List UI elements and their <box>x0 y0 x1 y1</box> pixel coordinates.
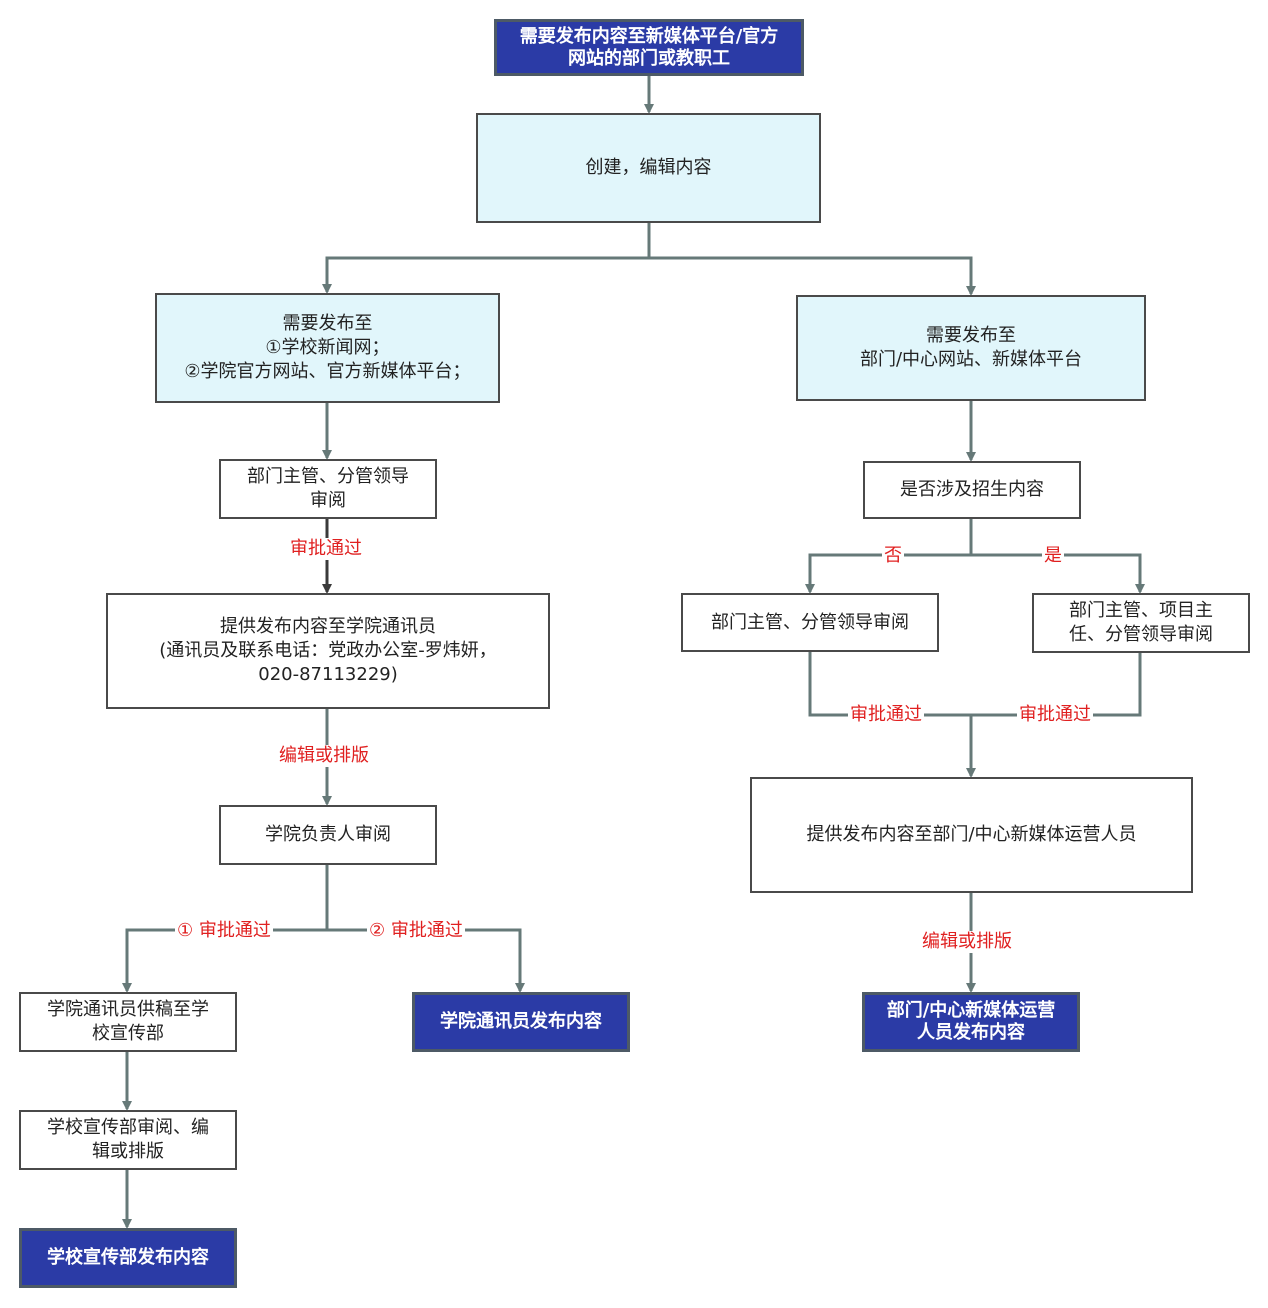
left-branch-node: 需要发布至 ①学校新闻网； ②学院官方网站、官方新媒体平台； <box>155 293 500 403</box>
left-branch-line-2: ①学校新闻网； <box>265 337 390 358</box>
recruit-question-node: 是否涉及招生内容 <box>863 461 1081 519</box>
start-node-line-1: 需要发布内容至新媒体平台/官方 <box>519 25 779 47</box>
label-edit-right: 编辑或排版 <box>920 931 1014 953</box>
school-publish-text: 学校宣传部发布内容 <box>47 1247 209 1268</box>
right-branch-line-2: 部门/中心网站、新媒体平台 <box>859 349 1083 370</box>
yes-review-line-2: 任、分管领导审阅 <box>1069 624 1213 645</box>
no-review-node: 部门主管、分管领导审阅 <box>681 593 939 652</box>
operator-publish-line-2: 人员发布内容 <box>917 1022 1025 1043</box>
provide-operator-node: 提供发布内容至部门/中心新媒体运营人员 <box>750 777 1193 893</box>
provide-correspondent-line-3: 020-87113229) <box>258 664 398 685</box>
left-review-line-1: 部门主管、分管领导 <box>247 466 409 487</box>
operator-publish-node: 部门/中心新媒体运营 人员发布内容 <box>862 992 1080 1052</box>
label-no: 否 <box>882 545 904 567</box>
correspondent-publish-node: 学院通讯员发布内容 <box>412 992 630 1052</box>
provide-correspondent-node: 提供发布内容至学院通讯员 (通讯员及联系电话：党政办公室-罗炜妍， 020-87… <box>106 593 550 709</box>
submit-to-school-line-2: 校宣传部 <box>92 1023 164 1044</box>
submit-to-school-node: 学院通讯员供稿至学 校宣传部 <box>19 992 237 1052</box>
left-branch-line-3: ②学院官方网站、官方新媒体平台； <box>184 361 471 382</box>
recruit-question-text: 是否涉及招生内容 <box>900 479 1044 500</box>
left-review-node: 部门主管、分管领导 审阅 <box>219 459 437 519</box>
edge-create-split <box>322 222 651 294</box>
provide-operator-text: 提供发布内容至部门/中心新媒体运营人员 <box>806 824 1137 845</box>
school-review-line-2: 辑或排版 <box>92 1141 164 1162</box>
college-head-review-text: 学院负责人审阅 <box>265 824 391 845</box>
start-node-line-2: 网站的部门或教职工 <box>568 47 730 69</box>
yes-review-node: 部门主管、项目主 任、分管领导审阅 <box>1032 593 1250 653</box>
label-edit-left: 编辑或排版 <box>277 745 371 767</box>
yes-review-line-1: 部门主管、项目主 <box>1069 600 1213 621</box>
left-review-line-2: 审阅 <box>310 490 346 511</box>
school-publish-node: 学校宣传部发布内容 <box>19 1228 237 1288</box>
school-review-line-1: 学校宣传部审阅、编 <box>47 1117 209 1138</box>
left-branch-line-1: 需要发布至 <box>282 313 373 334</box>
operator-publish-line-1: 部门/中心新媒体运营 <box>886 1000 1056 1021</box>
provide-correspondent-line-2: (通讯员及联系电话：党政办公室-罗炜妍， <box>159 640 497 661</box>
right-branch-line-1: 需要发布至 <box>926 325 1016 346</box>
college-head-review-node: 学院负责人审阅 <box>219 805 437 865</box>
create-node-text: 创建，编辑内容 <box>585 157 712 178</box>
start-node: 需要发布内容至新媒体平台/官方 网站的部门或教职工 <box>494 19 804 76</box>
create-node: 创建，编辑内容 <box>476 113 821 223</box>
label-approve-yes: 审批通过 <box>1017 704 1093 726</box>
label-approve-left: 审批通过 <box>288 538 364 560</box>
no-review-text: 部门主管、分管领导审阅 <box>711 611 909 633</box>
submit-to-school-line-1: 学院通讯员供稿至学 <box>47 999 209 1020</box>
school-review-node: 学校宣传部审阅、编 辑或排版 <box>19 1110 237 1170</box>
label-approve-2: ② 审批通过 <box>367 920 465 942</box>
correspondent-publish-text: 学院通讯员发布内容 <box>440 1011 602 1032</box>
label-yes: 是 <box>1042 545 1064 567</box>
label-approve-1: ① 审批通过 <box>175 920 273 942</box>
right-branch-node: 需要发布至 部门/中心网站、新媒体平台 <box>796 295 1146 401</box>
edge-create-right <box>649 256 976 296</box>
provide-correspondent-line-1: 提供发布内容至学院通讯员 <box>220 616 436 637</box>
edge-question-yes <box>971 553 1145 594</box>
label-approve-no: 审批通过 <box>848 704 924 726</box>
